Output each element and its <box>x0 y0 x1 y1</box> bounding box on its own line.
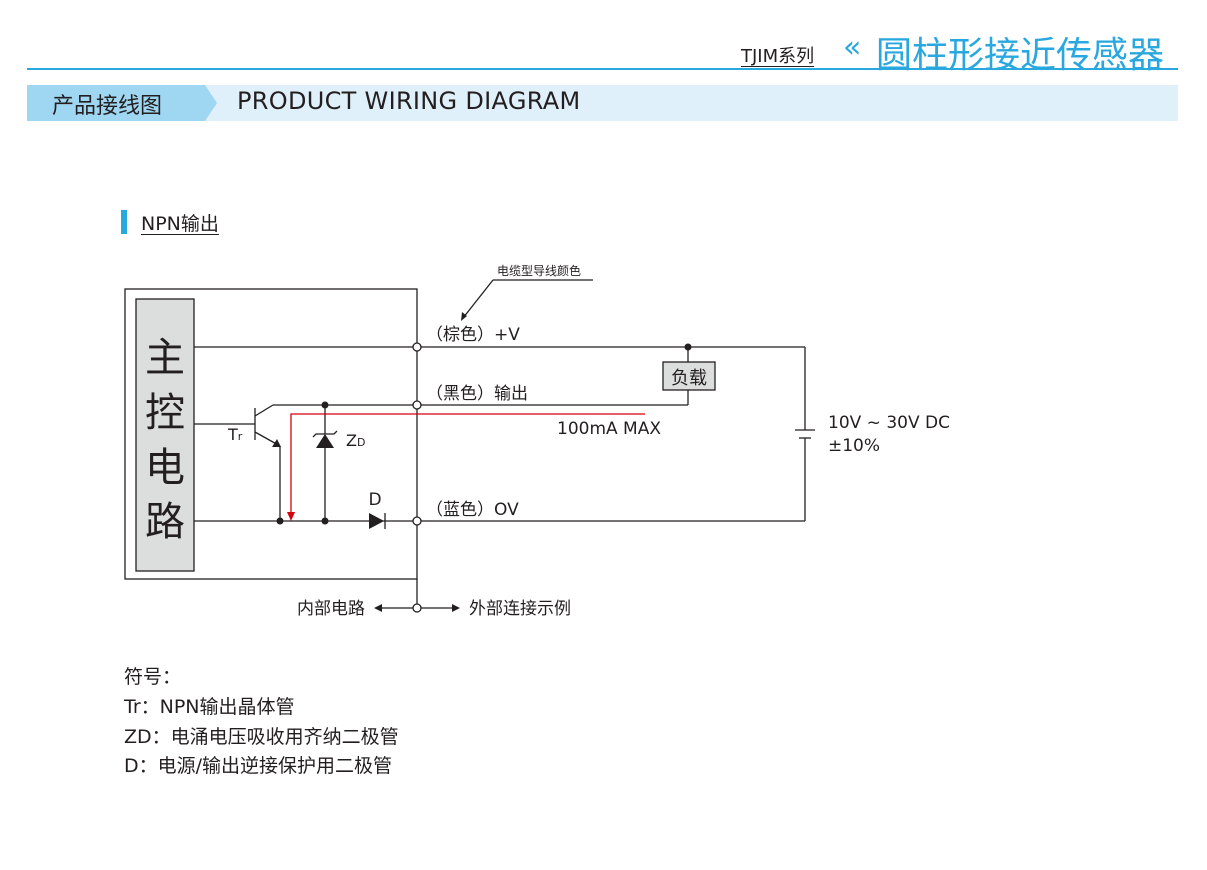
load-box <box>662 361 716 391</box>
supply-voltage-label: 10V ~ 30V DC <box>828 413 950 433</box>
transistor-collector <box>254 404 274 417</box>
zener-triangle <box>316 434 334 448</box>
load-label: 负载 <box>671 368 707 389</box>
legend-item: D：电源/输出逆接保护用二极管 <box>124 755 393 777</box>
terminal-black <box>412 400 422 410</box>
legend-heading: 符号： <box>124 666 182 688</box>
junction-dot-load <box>684 343 692 351</box>
subsection-marker <box>121 210 127 234</box>
double-chevron-icon: « <box>843 30 862 65</box>
junction-dot-zener-bottom <box>321 517 329 525</box>
series-label: TJIM系列 <box>741 46 815 67</box>
black-wire-label: （黑色）输出 <box>426 384 528 404</box>
main-circuit-block <box>135 298 195 572</box>
section-title: PRODUCT WIRING DIAGRAM <box>237 87 581 115</box>
terminal-brown <box>412 342 422 352</box>
internal-circuit-label: 内部电路 <box>297 599 365 619</box>
main-circuit-char-4: 路 <box>145 499 185 545</box>
cable-note-arrow <box>461 312 467 321</box>
main-circuit-char-2: 控 <box>145 390 185 436</box>
transistor-emitter-arrow <box>272 439 281 447</box>
legend-item: Tr：NPN输出晶体管 <box>124 696 295 718</box>
main-circuit-char-1: 主 <box>145 335 185 381</box>
brown-wire-label: （棕色）+V <box>426 325 520 345</box>
supply-tolerance-label: ±10% <box>828 436 880 456</box>
internal-arrow-head <box>374 604 382 612</box>
diode-triangle <box>369 513 384 529</box>
external-example-label: 外部连接示例 <box>469 599 571 619</box>
transistor-label: Tr <box>227 425 243 444</box>
section-band <box>27 85 1178 121</box>
section-tag: 产品接线图 <box>52 94 163 119</box>
max-current-label: 100mA MAX <box>557 419 661 439</box>
boundary-node <box>412 603 422 613</box>
junction-dot-emitter <box>276 517 284 525</box>
cable-color-note: 电缆型导线颜色 <box>497 263 581 278</box>
cable-note-leader <box>462 279 494 319</box>
current-path <box>290 413 645 514</box>
junction-dot-zener-top <box>321 401 329 409</box>
subsection-title: NPN输出 <box>141 213 219 235</box>
blue-wire-label: （蓝色）OV <box>426 500 519 520</box>
sensor-enclosure <box>124 288 418 580</box>
zener-bar <box>312 430 338 438</box>
legend-item: ZD：电涌电压吸收用齐纳二极管 <box>124 726 399 748</box>
terminal-blue <box>412 516 422 526</box>
external-arrow-head <box>452 604 460 612</box>
current-path-arrow <box>287 512 295 521</box>
diode-label: D <box>368 490 381 510</box>
main-circuit-char-3: 电 <box>145 445 185 491</box>
header-divider <box>27 68 1178 70</box>
zener-label: ZD <box>346 431 365 450</box>
section-tag-shape <box>27 85 217 121</box>
